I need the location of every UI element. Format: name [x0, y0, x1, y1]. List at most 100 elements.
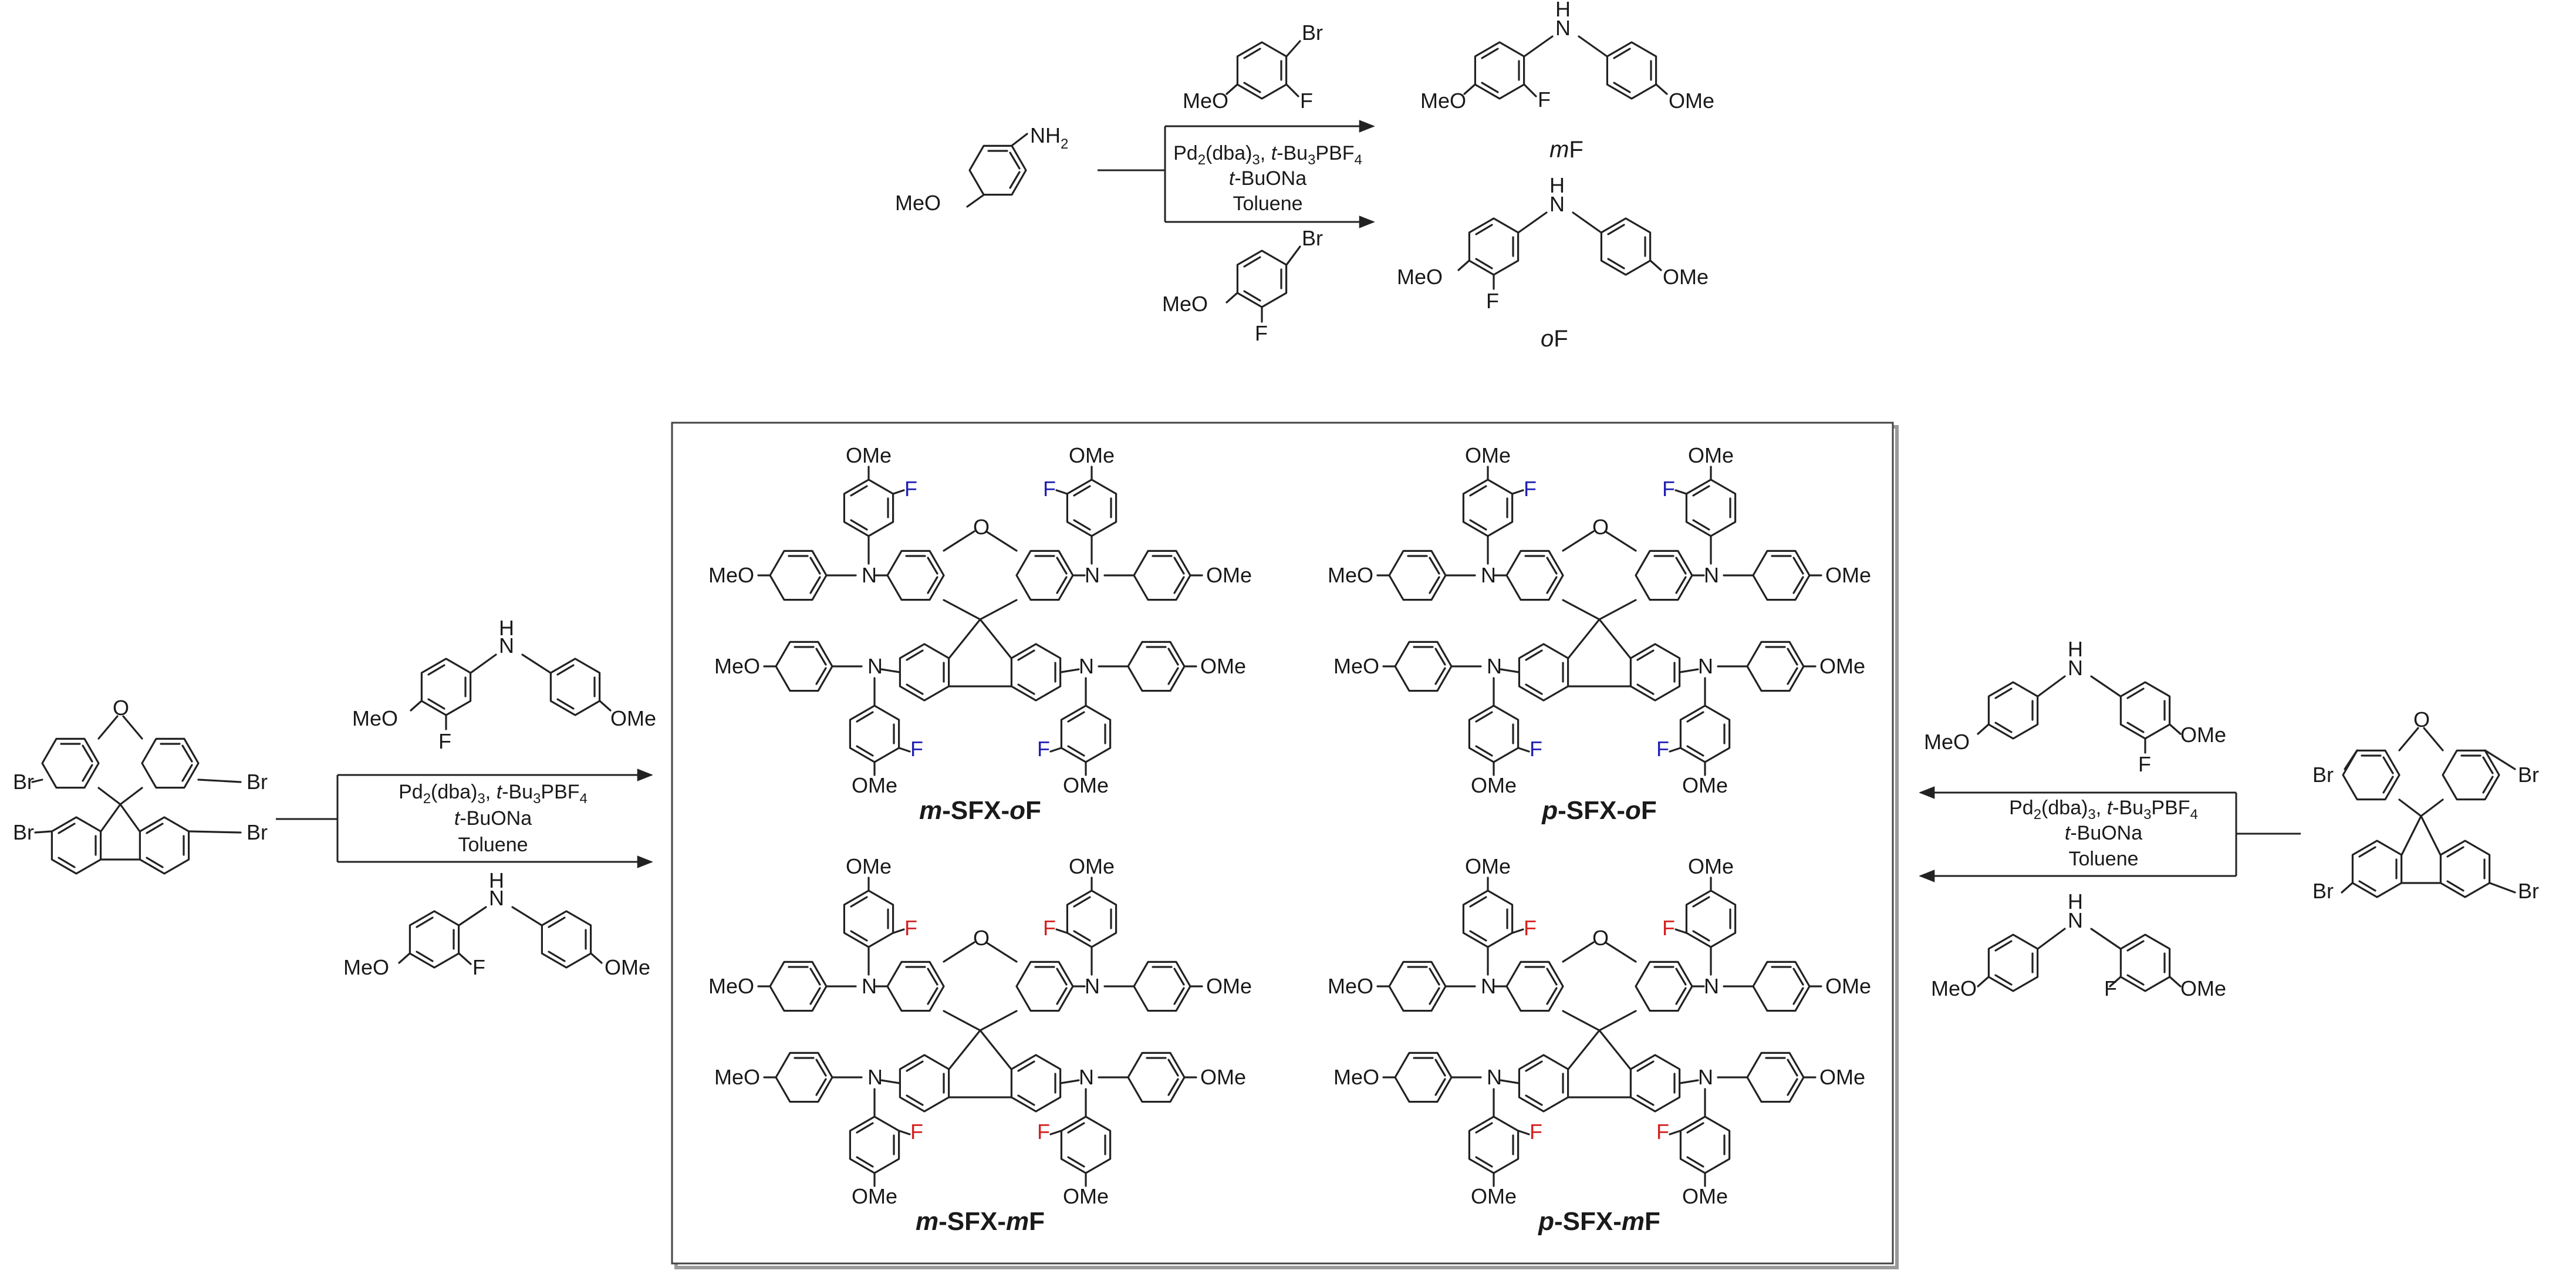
f-label: F: [1524, 477, 1537, 501]
product-oF: N H F MeO OMe oF: [1397, 173, 1709, 352]
n-label: N: [1549, 192, 1565, 216]
br-label: Br: [13, 820, 34, 844]
ome-label: OMe: [1069, 443, 1115, 467]
ome-label: OMe: [1825, 563, 1871, 587]
svg-text:Pd2(dba)3, t-Bu3PBF4: Pd2(dba)3, t-Bu3PBF4: [1173, 142, 1362, 168]
ome-label: OMe: [1825, 974, 1871, 998]
ome-label: OMe: [1063, 1184, 1109, 1208]
n-label: N: [1704, 563, 1719, 587]
svg-text:Toluene: Toluene: [458, 834, 528, 856]
svg-text:Pd2(dba)3, t-Bu3PBF4: Pd2(dba)3, t-Bu3PBF4: [2009, 797, 2198, 823]
br-label: Br: [2312, 879, 2334, 903]
n-label: N: [1487, 654, 1502, 678]
f-label: F: [1530, 1120, 1542, 1144]
ome-label: OMe: [1682, 1184, 1728, 1208]
p-sfx-br4-structure: O Br Br Br Br: [2312, 707, 2539, 903]
n-label: N: [499, 633, 514, 658]
h-label: H: [1549, 173, 1565, 197]
o-label: O: [2413, 707, 2430, 732]
ome-label: OMe: [1069, 854, 1115, 878]
n-label: N: [1079, 654, 1094, 678]
ome-label: OMe: [1465, 443, 1511, 467]
br-label: Br: [1302, 226, 1323, 250]
n-label: N: [862, 974, 877, 998]
mF-amine-right: N H MeO F OMe: [1931, 889, 2226, 1000]
svg-text:Pd2(dba)3, t-Bu3PBF4: Pd2(dba)3, t-Bu3PBF4: [399, 781, 588, 807]
ome-label: OMe: [1682, 773, 1728, 797]
f-label: F: [1255, 321, 1268, 345]
f-label: F: [1656, 737, 1669, 761]
ome-label: OMe: [1819, 654, 1865, 678]
f-label: F: [1486, 289, 1499, 313]
anisidine-structure: NH2 MeO: [895, 123, 1068, 215]
meo-label: MeO: [708, 563, 754, 587]
f-label: F: [1662, 916, 1675, 940]
ome-label: OMe: [2180, 976, 2226, 1000]
f-label: F: [1524, 916, 1537, 940]
compound-label: m-SFX-mF: [916, 1207, 1045, 1236]
svg-text:Toluene: Toluene: [1233, 193, 1302, 215]
f-label: F: [1043, 477, 1056, 501]
svg-text:t-BuONa: t-BuONa: [1229, 167, 1306, 190]
br-label: Br: [2518, 763, 2539, 787]
br-label: Br: [2312, 763, 2334, 787]
compound-label: p-SFX-oF: [1541, 796, 1657, 825]
br-label: Br: [1302, 21, 1323, 45]
f-label: F: [1043, 916, 1056, 940]
ome-label: OMe: [1688, 443, 1734, 467]
o-label: O: [973, 515, 990, 539]
o-label: O: [1592, 515, 1609, 539]
svg-text:Toluene: Toluene: [2068, 848, 2138, 870]
m-sfx-br4-structure: O Br Br Br Br: [13, 696, 268, 875]
br-label: Br: [13, 770, 34, 794]
o-label: O: [113, 696, 129, 720]
meo-label: MeO: [1931, 976, 1977, 1000]
n-label: N: [862, 563, 877, 587]
ome-label: OMe: [846, 854, 892, 878]
ome-label: OMe: [1819, 1065, 1865, 1089]
n-label: N: [867, 1065, 883, 1089]
oF-amine-left: N H F MeO OMe: [352, 616, 656, 753]
n-label: N: [1555, 16, 1571, 40]
h-label: H: [1555, 0, 1571, 21]
f-label: F: [438, 729, 451, 753]
br-label: Br: [2518, 879, 2539, 903]
ome-label: OMe: [1669, 89, 1714, 113]
n-label: N: [1085, 974, 1100, 998]
n-label: N: [1481, 563, 1496, 587]
meo-label: MeO: [1328, 563, 1373, 587]
ome-label: OMe: [2180, 723, 2226, 747]
meo-label: MeO: [1328, 974, 1373, 998]
bromo-fluoro-anisole-top: Br F MeO: [1183, 21, 1323, 113]
conditions-right: Pd2(dba)3, t-Bu3PBF4 t-BuONa Toluene: [2009, 797, 2198, 870]
meo-label: MeO: [714, 654, 760, 678]
meo-label: MeO: [1420, 89, 1466, 113]
ome-label: OMe: [846, 443, 892, 467]
oF-label: oF: [1541, 326, 1568, 352]
n-label: N: [867, 654, 883, 678]
ome-label: OMe: [1206, 974, 1252, 998]
svg-text:t-BuONa: t-BuONa: [2065, 822, 2142, 844]
o-label: O: [973, 926, 990, 950]
ome-label: OMe: [1465, 854, 1511, 878]
n-label: N: [1085, 563, 1100, 587]
n-label: N: [489, 886, 504, 910]
ome-label: OMe: [852, 1184, 897, 1208]
f-label: F: [1530, 737, 1542, 761]
ome-label: OMe: [1200, 1065, 1246, 1089]
ome-label: OMe: [1471, 1184, 1517, 1208]
product-box: [671, 422, 1894, 1265]
meo-label: MeO: [352, 706, 398, 730]
n-label: N: [1481, 974, 1496, 998]
ome-label: OMe: [1200, 654, 1246, 678]
n-label: N: [1079, 1065, 1094, 1089]
n-label: N: [1487, 1065, 1502, 1089]
o-label: O: [1592, 926, 1609, 950]
ome-label: OMe: [1688, 854, 1734, 878]
meo-label: MeO: [708, 974, 754, 998]
meo-label: MeO: [343, 955, 389, 979]
